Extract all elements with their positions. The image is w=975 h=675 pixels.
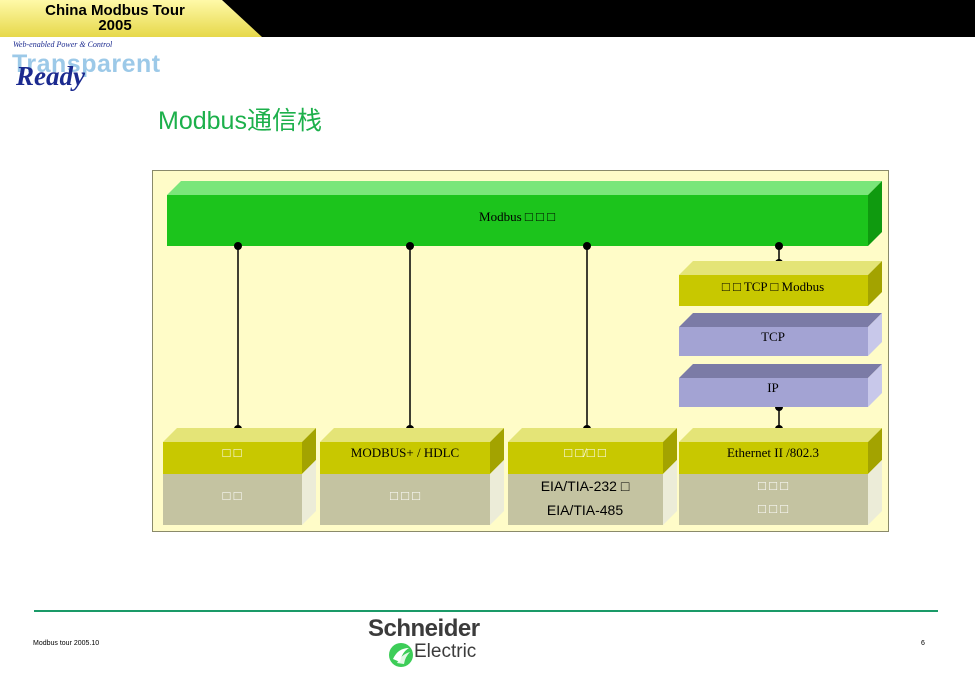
tcp-modbus-label: □ □ TCP □ Modbus bbox=[722, 279, 824, 294]
tcp-layer: TCP bbox=[679, 313, 882, 356]
column-3-upper-label: □ □/□ □ bbox=[564, 445, 606, 460]
tcp-label: TCP bbox=[761, 329, 785, 344]
tcp-modbus-layer: □ □ TCP □ Modbus bbox=[679, 261, 882, 306]
modbus-app-label: Modbus □ □ □ bbox=[479, 209, 555, 224]
column-4-upper-label: Ethernet II /802.3 bbox=[727, 445, 819, 460]
column-1-lower-label: □ □ bbox=[223, 488, 242, 503]
tour-banner: China Modbus Tour 2005 bbox=[0, 0, 262, 37]
schneider-logo-icon bbox=[389, 643, 413, 667]
column-eia: □ □/□ □ EIA/TIA-232 □ EIA/TIA-485 bbox=[508, 428, 677, 525]
column-modbus-plus: MODBUS+ / HDLC □ □ □ bbox=[320, 428, 504, 525]
logo-subtitle: Electric bbox=[414, 641, 477, 662]
column-3-lower-label-2: EIA/TIA-485 bbox=[547, 502, 623, 518]
column-serial: □ □ □ □ bbox=[163, 428, 316, 525]
page-number: 6 bbox=[921, 640, 925, 647]
footer-left-text: Modbus tour 2005.10 bbox=[33, 640, 100, 647]
tour-title-line1: China Modbus Tour bbox=[45, 2, 185, 19]
logo-wordmark: Schneider bbox=[368, 615, 480, 642]
column-1-upper-label: □ □ bbox=[223, 445, 242, 460]
tour-title-line2: 2005 bbox=[98, 17, 132, 34]
tagline: Web-enabled Power & Control bbox=[13, 40, 113, 49]
column-4-lower-label-1: □ □ □ bbox=[758, 478, 788, 493]
column-3-lower-label-1: EIA/TIA-232 □ bbox=[541, 478, 630, 494]
column-2-lower-label: □ □ □ bbox=[390, 488, 420, 503]
tour-banner-shape bbox=[0, 0, 262, 37]
footer-divider bbox=[34, 610, 938, 612]
ip-label: IP bbox=[767, 380, 779, 395]
modbus-app-layer: Modbus □ □ □ bbox=[167, 181, 882, 246]
column-ethernet: Ethernet II /802.3 □ □ □ □ □ □ bbox=[679, 428, 882, 525]
brand-ready: Ready bbox=[16, 61, 85, 91]
slide-title: Modbus通信栈 bbox=[158, 107, 322, 135]
ip-layer: IP bbox=[679, 364, 882, 407]
modbus-stack-diagram: Modbus □ □ □ □ □ TCP □ Modbus TCP IP bbox=[152, 170, 889, 532]
column-2-upper-label: MODBUS+ / HDLC bbox=[351, 445, 459, 460]
brand-transparent: Transparent bbox=[12, 50, 161, 78]
column-4-lower-label-2: □ □ □ bbox=[758, 501, 788, 516]
